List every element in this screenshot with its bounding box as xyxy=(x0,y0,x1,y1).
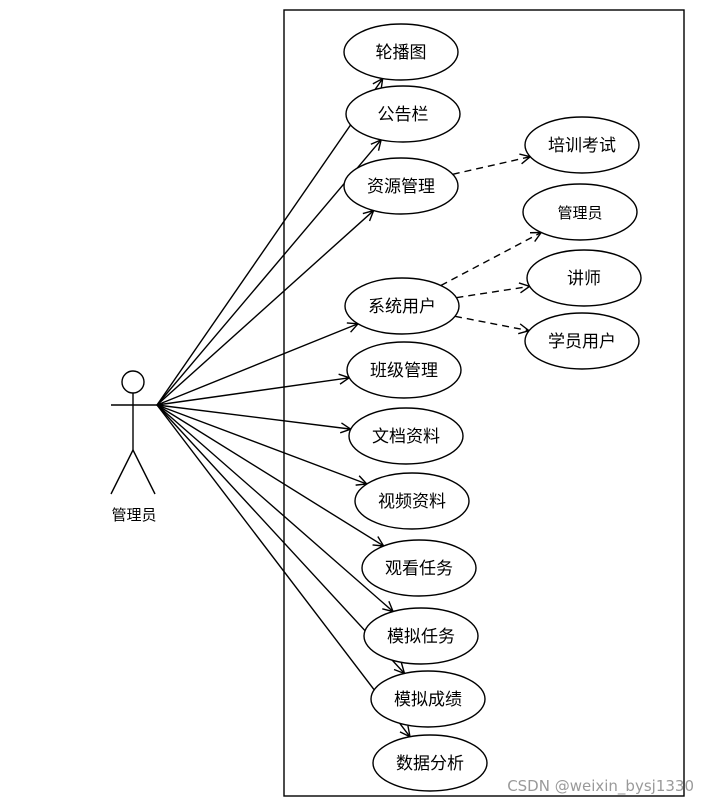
actor-left-leg xyxy=(110,449,134,495)
association-line xyxy=(156,404,410,737)
association-line xyxy=(156,404,367,484)
use-case-label: 观看任务 xyxy=(385,559,453,579)
extension-line xyxy=(456,286,529,299)
use-case-label: 数据分析 xyxy=(396,754,464,774)
use-case-label: 公告栏 xyxy=(378,105,429,125)
use-case-label: 轮播图 xyxy=(376,43,427,63)
actor xyxy=(110,370,157,495)
use-case-label: 管理员 xyxy=(557,204,602,222)
system-boundary xyxy=(283,9,685,797)
use-case-ellipse[interactable] xyxy=(524,312,640,370)
use-case-ellipse[interactable] xyxy=(354,472,470,530)
association-line xyxy=(156,324,358,406)
use-case-ellipse[interactable] xyxy=(526,249,642,307)
association-line xyxy=(156,211,374,406)
extension-use-cases: 培训考试 管理员 讲师 学员用户 xyxy=(522,116,642,370)
use-case-ellipse[interactable] xyxy=(363,607,479,665)
actor-label: 管理员 xyxy=(111,506,156,524)
use-case-label: 系统用户 xyxy=(368,297,436,317)
use-case-ellipse[interactable] xyxy=(346,341,462,399)
use-case-ellipse[interactable] xyxy=(361,539,477,597)
use-cases: 轮播图 公告栏 资源管理 系统用户 班级管理 文档资料 视频资料 观看任务 模拟… xyxy=(343,23,488,792)
actor-head xyxy=(121,370,145,394)
use-case-ellipse[interactable] xyxy=(370,670,486,728)
use-case-label: 文档资料 xyxy=(372,427,440,447)
association-line xyxy=(156,79,383,406)
association-line xyxy=(156,378,349,406)
use-case-ellipse[interactable] xyxy=(343,157,459,215)
use-case-ellipse[interactable] xyxy=(345,85,461,143)
association-line xyxy=(156,404,393,612)
use-case-ellipse[interactable] xyxy=(344,277,460,335)
association-line xyxy=(156,404,351,429)
extension-line xyxy=(440,233,541,287)
use-case-ellipse[interactable] xyxy=(524,116,640,174)
actor-right-leg xyxy=(132,449,156,495)
association-line xyxy=(156,404,384,546)
use-case-label: 模拟任务 xyxy=(387,627,455,647)
extension-lines xyxy=(440,157,541,331)
watermark: CSDN @weixin_bysj1330 xyxy=(507,777,694,796)
use-case-ellipse[interactable] xyxy=(372,734,488,792)
use-case-label: 资源管理 xyxy=(367,177,435,197)
extension-line xyxy=(454,315,529,330)
use-case-label: 学员用户 xyxy=(548,332,616,352)
association-line xyxy=(156,404,404,673)
use-case-label: 培训考试 xyxy=(548,136,616,156)
use-case-ellipse[interactable] xyxy=(343,23,459,81)
use-case-label: 模拟成绩 xyxy=(394,690,462,710)
use-case-label: 视频资料 xyxy=(378,492,446,512)
use-case-label: 讲师 xyxy=(567,269,601,289)
use-case-ellipse[interactable] xyxy=(522,183,638,241)
extension-line xyxy=(452,157,530,175)
use-case-ellipse[interactable] xyxy=(348,407,464,465)
use-case-label: 班级管理 xyxy=(370,361,438,381)
